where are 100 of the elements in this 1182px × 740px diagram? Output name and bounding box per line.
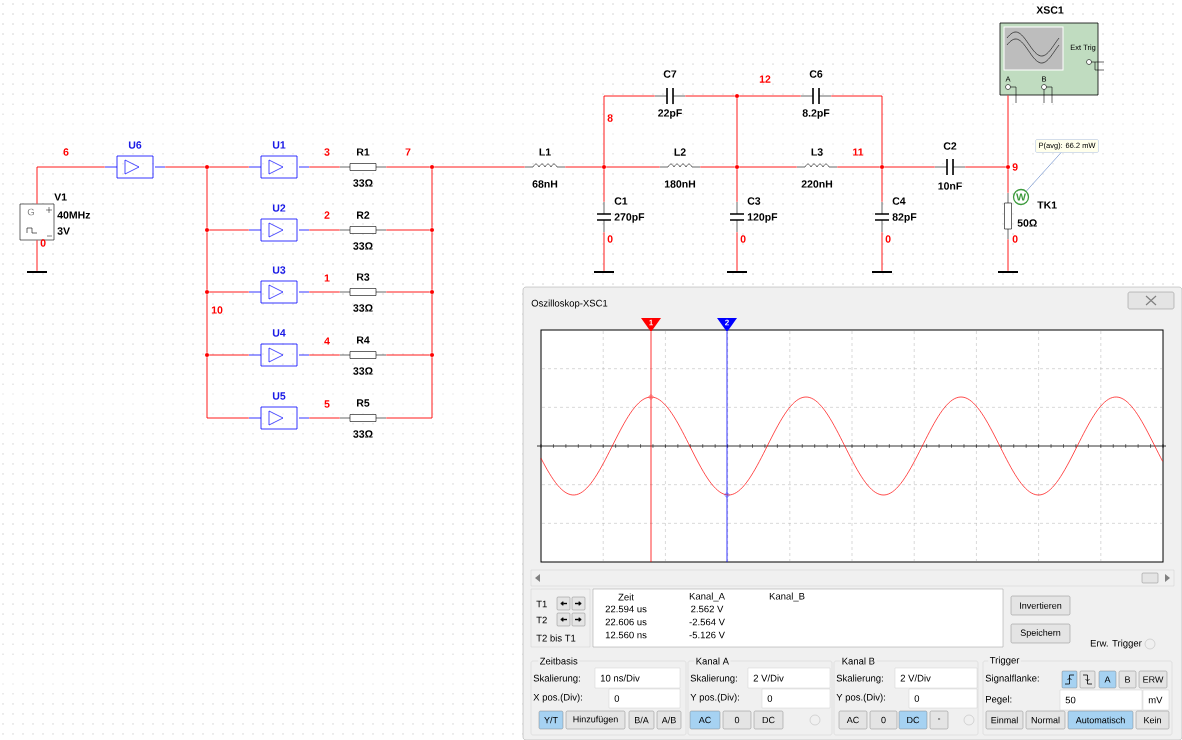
part-label: L3 [811,148,823,156]
wire [684,95,736,97]
field-label: Y pos.(Div): [836,693,885,703]
net-label: 11 [853,148,864,156]
wire [564,166,603,168]
button: DC [898,710,928,730]
value-label: 10nF [938,182,962,190]
input-field: 0 [761,688,831,709]
value-label: 22pF [658,109,682,119]
value-label: 33Ω [353,430,373,438]
part-label: U5 [272,392,286,400]
value-label: 33Ω [353,179,373,187]
value-label: 33Ω [353,242,373,250]
wire [699,166,736,168]
value-label: 40MHz [57,211,91,219]
part-label: C7 [663,70,677,78]
net-label: 2 [324,211,330,219]
column-header: Kanal_A [689,592,725,602]
part-label: C6 [809,70,823,78]
wire [36,239,38,272]
value-label: 270pF [614,213,645,223]
button: Y/T [538,710,564,730]
button: Hinzufügen [565,710,626,730]
wire [603,231,605,272]
net-label: 4 [324,337,330,345]
part-label: C2 [943,142,957,150]
wire [308,229,341,231]
wire [603,168,605,203]
wire [164,166,206,168]
net-label: 6 [63,148,69,156]
symbol-letter: G [27,208,34,216]
field-label: Skalierung: [836,674,883,684]
value-label: 33Ω [353,304,373,312]
wire [308,166,341,168]
field-label: Signalflanke: [985,674,1039,684]
wire [431,293,433,354]
net-label: 0 [740,235,746,243]
wire [736,97,738,166]
button: B/A [628,710,655,730]
net-label: 8 [607,114,613,122]
part-label: C4 [892,197,906,205]
button: Speichern [1010,623,1071,644]
wire [385,291,431,293]
wire [605,166,661,168]
button: DC [753,710,784,730]
input-field: 10 ns/Div [594,667,681,689]
net-label: 5 [324,400,330,408]
net-label: 0 [40,239,46,247]
wire [206,231,208,291]
part-label: L2 [674,148,686,156]
field-label: Y pos.(Div): [690,693,739,703]
part-label: U3 [272,266,286,274]
measurement-value: 22.594 us [605,605,647,613]
value-label: 82pF [892,213,917,223]
column-header: Kanal_B [769,592,805,602]
wire [736,231,738,272]
net-label: 0 [885,235,891,243]
part-label: U4 [272,329,286,337]
button: Automatisch [1067,710,1134,730]
value-label: 220nH [801,180,833,188]
part-label: U1 [272,141,286,149]
part-label: U2 [272,204,286,212]
field-label: Skalierung: [533,674,580,684]
wire [881,168,883,203]
group-title: Kanal A [694,656,731,666]
wire [385,229,431,231]
net-label: 0 [607,235,613,243]
button: AC [838,710,868,730]
part-label: XSC1 [1036,6,1064,14]
field-label: Pegel: [986,695,1012,705]
wire [208,291,250,293]
wire [736,168,738,203]
measurement-value: 2.562 V [691,605,724,613]
input-field: 0 [608,688,681,709]
wire [308,354,341,356]
part-label: C1 [614,197,628,205]
input-field: 0 [908,688,978,709]
wire [206,168,208,229]
group-title: Trigger [988,655,1021,667]
wire [431,168,433,229]
leader-line [1026,152,1062,192]
wire [836,166,881,168]
value-label: 33Ω [353,367,373,375]
field-label: X pos.(Div): [533,693,582,703]
field-label: Skalierung: [690,674,737,684]
button: - [929,710,949,730]
button: Einmal [985,710,1024,730]
measurement-value: -5.126 V [689,631,725,639]
group-title: Zeitbasis [538,656,580,666]
button: Kein [1135,710,1170,730]
button: AC [689,710,721,730]
group-title: Kanal B [840,656,877,666]
button: B [1118,670,1137,689]
measurement-value: -2.564 V [689,618,725,626]
net-label: 12 [759,75,771,83]
part-label: R1 [357,148,370,156]
wire [738,95,802,97]
value-label: 3V [57,227,70,235]
input-field: mV [1142,689,1170,711]
button: Normal [1025,710,1066,730]
